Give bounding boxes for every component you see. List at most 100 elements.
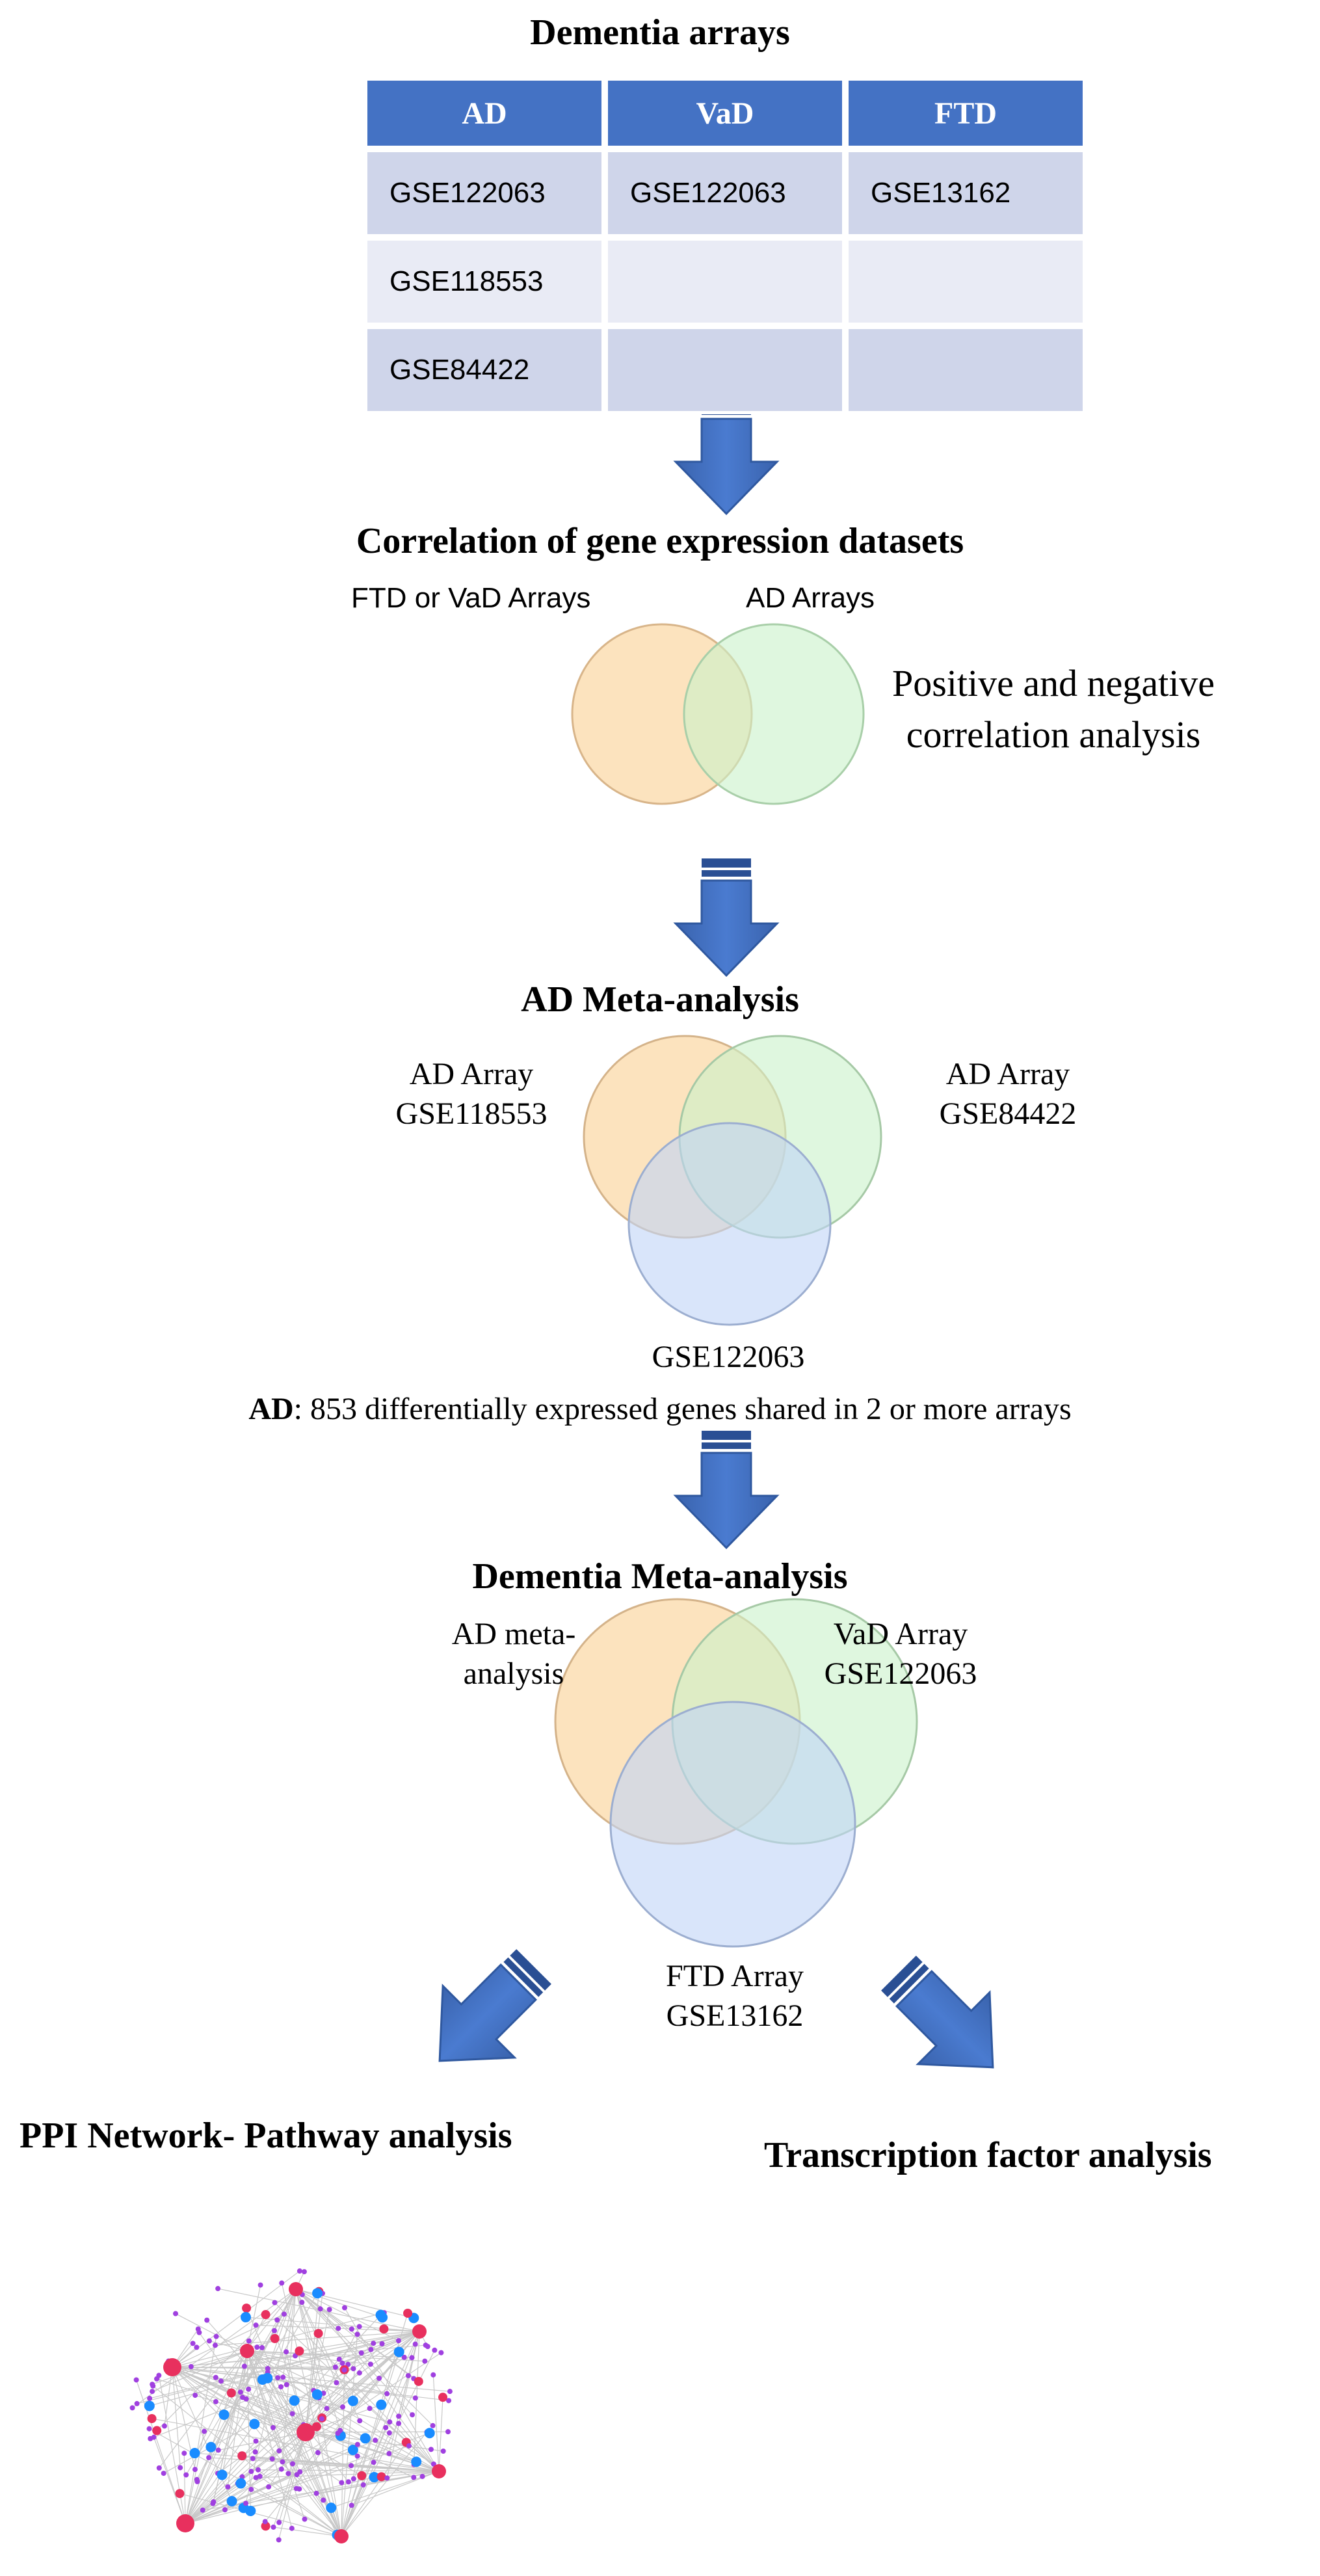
network-node: [367, 2361, 373, 2367]
network-edge: [388, 2331, 420, 2454]
network-node: [284, 2382, 289, 2387]
network-node: [289, 2525, 295, 2531]
network-node: [311, 2389, 323, 2400]
network-node: [405, 2372, 411, 2378]
network-edge: [221, 2350, 248, 2475]
ad-arrays-label: AD Arrays: [746, 582, 875, 614]
network-node: [245, 2505, 256, 2516]
network-node: [297, 2268, 302, 2274]
network-node: [376, 2375, 382, 2381]
network-node: [313, 2490, 319, 2496]
network-node: [414, 2376, 423, 2386]
network-node: [347, 2445, 358, 2456]
network-node: [360, 2482, 366, 2488]
network-node: [218, 2378, 224, 2384]
network-node: [235, 2478, 246, 2489]
network-edge: [152, 2350, 248, 2392]
network-node: [210, 2501, 216, 2506]
network-edge: [152, 2385, 342, 2537]
table-cell: GSE13162: [845, 149, 1086, 237]
network-edge: [285, 2352, 306, 2433]
table-row: GSE118553: [364, 237, 1086, 326]
network-node: [339, 2480, 345, 2486]
network-node: [368, 2346, 374, 2352]
ad-array-right-line1: AD Array: [945, 1057, 1070, 1091]
network-edge: [246, 2350, 293, 2529]
network-edge: [251, 2489, 342, 2537]
network-node: [384, 2391, 390, 2397]
network-edge: [246, 2350, 366, 2439]
network-edge: [265, 2525, 342, 2537]
network-node: [337, 2428, 343, 2434]
network-node: [188, 2364, 194, 2370]
network-node: [150, 2383, 156, 2389]
network-hub-node: [163, 2358, 181, 2376]
network-node: [326, 2307, 332, 2313]
network-edge: [341, 2370, 345, 2537]
diagonal-arrow-icon: [438, 1949, 551, 2062]
ftd-array-line2: GSE13162: [666, 1998, 804, 2033]
network-node: [271, 2524, 276, 2530]
network-node: [293, 2486, 299, 2491]
ftd-array-line1: FTD Array: [666, 1959, 804, 1993]
diagonal-arrow-icon: [881, 1956, 994, 2069]
network-node: [299, 2300, 305, 2305]
network-node: [246, 2386, 252, 2392]
network-node: [412, 2341, 418, 2347]
network-node: [356, 2324, 362, 2330]
down-arrow-icon: [673, 1431, 780, 1550]
correlation-title: Correlation of gene expression datasets: [356, 521, 964, 561]
network-node: [438, 2350, 444, 2356]
network-node: [302, 2516, 308, 2522]
network-node: [396, 2421, 402, 2426]
network-node: [428, 2447, 434, 2452]
network-node: [237, 2389, 243, 2395]
network-node: [350, 2476, 356, 2482]
network-edge: [185, 2444, 358, 2524]
network-hub-node: [297, 2423, 315, 2441]
network-node: [383, 2424, 389, 2430]
network-node: [134, 2400, 140, 2406]
ad-array-bottom-label: GSE122063: [652, 1340, 805, 1374]
network-hub-node: [432, 2464, 446, 2478]
network-node: [253, 2475, 259, 2480]
network-node: [376, 2472, 386, 2482]
network-node: [243, 2501, 249, 2506]
network-node: [349, 2503, 354, 2508]
network-node: [367, 2406, 373, 2411]
network-node: [215, 2286, 221, 2292]
network-edge: [256, 2471, 440, 2478]
network-node: [319, 2416, 324, 2422]
network-node: [375, 2309, 386, 2320]
network-edge: [339, 2331, 420, 2360]
network-edge: [172, 2367, 345, 2370]
network-node: [270, 2333, 280, 2343]
correlation-analysis-line2: correlation analysis: [906, 713, 1201, 756]
network-node: [409, 2355, 415, 2361]
network-edge: [185, 2315, 381, 2524]
network-node: [181, 2450, 187, 2456]
network-edge: [305, 2326, 360, 2433]
network-edge: [305, 2432, 417, 2462]
network-edge: [295, 2289, 413, 2415]
network-node: [250, 2456, 256, 2462]
network-edge: [185, 2439, 376, 2524]
network-hub-node: [240, 2344, 254, 2358]
network-node: [274, 2317, 280, 2323]
network-node: [412, 2395, 418, 2401]
network-node: [387, 2419, 393, 2425]
network-node: [446, 2398, 452, 2404]
table-cell: [605, 237, 845, 326]
network-node: [253, 2322, 259, 2328]
network-node: [295, 2346, 304, 2356]
network-edge: [175, 2313, 248, 2352]
network-node: [222, 2507, 228, 2513]
table-cell: [845, 326, 1086, 414]
network-node: [261, 2310, 271, 2320]
network-edge: [257, 2469, 440, 2472]
table-row: GSE122063 GSE122063 GSE13162: [364, 149, 1086, 237]
network-edge: [246, 2350, 300, 2490]
network-node: [226, 2495, 237, 2506]
network-edge: [276, 2319, 440, 2472]
network-node: [289, 2395, 300, 2406]
